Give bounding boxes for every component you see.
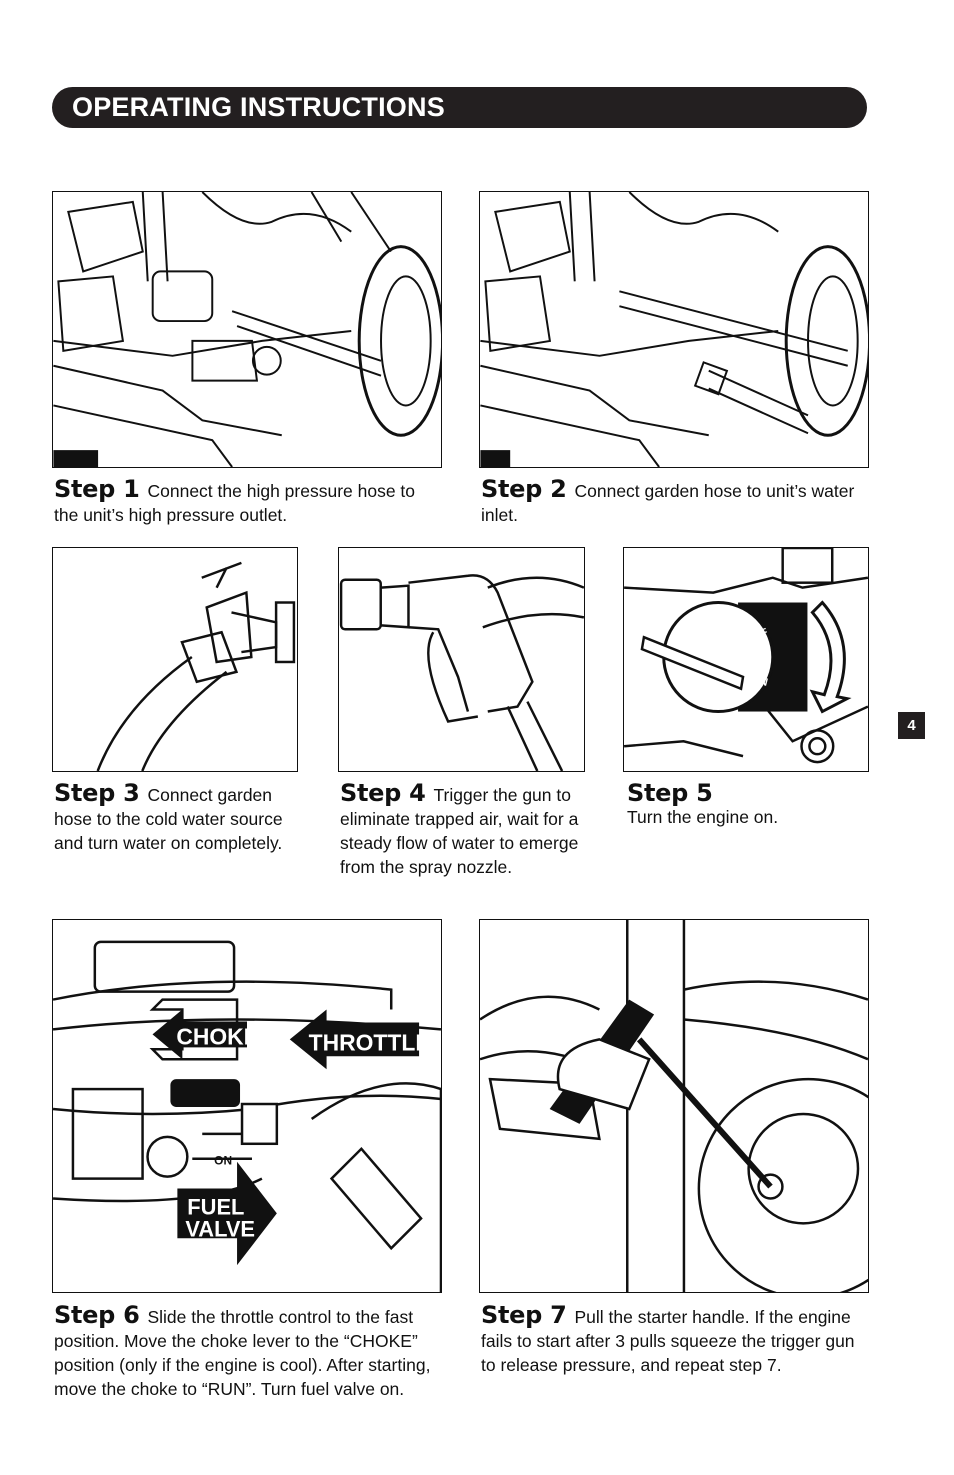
step1-illustration bbox=[52, 191, 442, 468]
step1-text: Connect the high pressure hose to the un… bbox=[54, 481, 416, 525]
engine-switch-drawing: OFF ON bbox=[624, 548, 868, 764]
step5-text: Turn the engine on. bbox=[627, 807, 779, 827]
fuel-on-label: ON bbox=[214, 1154, 232, 1168]
spigot-hose-drawing bbox=[96, 561, 296, 771]
starter-handle-drawing bbox=[480, 920, 868, 1292]
step4-illustration bbox=[338, 547, 585, 772]
step5-caption: Step 5 Turn the engine on. bbox=[627, 781, 867, 829]
section-header: OPERATING INSTRUCTIONS bbox=[52, 87, 867, 128]
step7-text: Pull the starter handle. If the engine f… bbox=[481, 1307, 855, 1375]
choke-throttle-drawing: CHOKE THROTTLE FUEL VALVE ON bbox=[53, 940, 441, 1292]
on-label: ON bbox=[750, 673, 769, 689]
throttle-label: THROTTLE bbox=[309, 1029, 431, 1055]
step4-text: Trigger the gun to eliminate trapped air… bbox=[340, 785, 579, 877]
step2-illustration bbox=[479, 191, 869, 468]
fuel-label: FUEL bbox=[187, 1194, 244, 1219]
spray-gun-drawing bbox=[339, 574, 584, 771]
step6-label: Step 6 bbox=[54, 1301, 140, 1329]
step4-label: Step 4 bbox=[340, 779, 426, 807]
step1-label: Step 1 bbox=[54, 475, 140, 503]
step2-text: Connect garden hose to unit’s water inle… bbox=[481, 481, 855, 525]
page-number-badge: 4 bbox=[898, 712, 925, 739]
step6-illustration: CHOKE THROTTLE FUEL VALVE ON bbox=[52, 919, 442, 1293]
step2-label: Step 2 bbox=[481, 475, 567, 503]
step3-illustration bbox=[52, 547, 298, 772]
step5-label: Step 5 bbox=[627, 779, 713, 807]
choke-label: CHOKE bbox=[176, 1023, 259, 1049]
page-title: OPERATING INSTRUCTIONS bbox=[72, 92, 445, 122]
step5-illustration: OFF ON bbox=[623, 547, 869, 772]
step6-text: Slide the throttle control to the fast p… bbox=[54, 1307, 431, 1399]
pressure-washer-outlet-drawing bbox=[53, 192, 441, 467]
step3-text: Connect garden hose to the cold water so… bbox=[54, 785, 283, 853]
step7-label: Step 7 bbox=[481, 1301, 567, 1329]
valve-label: VALVE bbox=[185, 1216, 255, 1241]
step7-illustration bbox=[479, 919, 869, 1293]
garden-hose-inlet-drawing bbox=[480, 192, 868, 467]
step3-label: Step 3 bbox=[54, 779, 140, 807]
